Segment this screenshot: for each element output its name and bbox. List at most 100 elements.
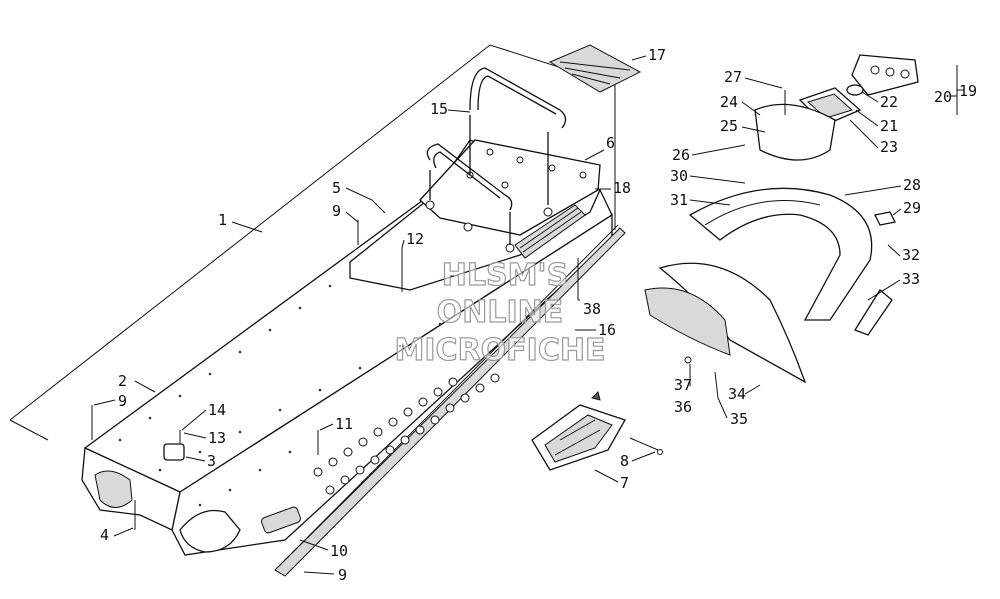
grab-handle (426, 67, 567, 245)
callout-leader (319, 423, 334, 431)
callout-leader (299, 539, 329, 551)
callout-c12: 12 (401, 230, 424, 249)
callout-leader (892, 208, 902, 216)
rear-bumper (688, 187, 873, 321)
taillight-housing (851, 54, 919, 96)
callout-c4: 4 (100, 526, 134, 544)
callout-label: 22 (880, 93, 898, 111)
callout-c26: 26 (672, 144, 746, 164)
callout-c11: 11 (319, 415, 353, 433)
callout-leader (741, 101, 761, 116)
traction-pad (548, 44, 642, 93)
callouts: 1234567899910111213141516171819202122232… (93, 46, 977, 584)
callout-label: 26 (672, 146, 690, 164)
callout-label: 14 (208, 401, 226, 419)
callout-leader (855, 109, 879, 127)
callout-label: 32 (902, 246, 920, 264)
callout-label: 21 (880, 117, 898, 135)
callout-leader (691, 144, 746, 156)
callout-label: 31 (670, 191, 688, 209)
callout-label: 18 (613, 179, 631, 197)
flap-nut (684, 356, 692, 364)
callout-leader (134, 380, 156, 393)
watermark-line-2: ONLINE (437, 295, 564, 330)
taillight-bulb (846, 84, 864, 96)
callout-label: 28 (903, 176, 921, 194)
callout-c28: 28 (844, 176, 921, 196)
callout-label: 16 (598, 321, 616, 339)
callout-label: 24 (720, 93, 738, 111)
callout-label: 17 (648, 46, 666, 64)
callout-c32: 32 (887, 244, 920, 264)
callout-leader (887, 244, 901, 257)
callout-c3: 3 (185, 452, 216, 470)
ref-bracket-19-20 (956, 65, 964, 115)
callout-leader (185, 456, 206, 462)
watermark-line-3: MICROFICHE (395, 333, 606, 368)
callout-label: 20 (934, 88, 952, 106)
rear-traction-plate (514, 204, 586, 259)
callout-label: 5 (332, 179, 341, 197)
tunnel-assembly (9, 44, 642, 577)
callout-c36: 36 (674, 398, 692, 416)
callout-c9c: 9 (303, 566, 347, 584)
callout-c8: 8 (620, 451, 656, 470)
callout-c10: 10 (299, 539, 348, 560)
callout-label: 3 (207, 452, 216, 470)
callout-leader (231, 221, 263, 233)
front-bracket (163, 430, 185, 461)
callout-leader (345, 211, 359, 223)
callout-leader (631, 451, 656, 462)
callout-leader (631, 55, 647, 61)
callout-c30: 30 (670, 167, 746, 185)
callout-c24: 24 (720, 93, 761, 116)
tunnel-vent-holes (313, 373, 500, 495)
callout-c9b: 9 (93, 392, 127, 410)
callout-label: 33 (902, 270, 920, 288)
callout-c27: 27 (724, 68, 783, 89)
assembly-bracket-bottom (9, 419, 49, 441)
callout-leader (183, 432, 207, 439)
callout-label: 9 (332, 202, 341, 220)
callout-c15: 15 (430, 100, 471, 118)
callout-label: 35 (730, 410, 748, 428)
callout-leader (689, 175, 746, 184)
rear-cover (754, 103, 836, 161)
callout-label: 1 (218, 211, 227, 229)
tunnel-rivets (118, 284, 442, 507)
callout-label: 30 (670, 167, 688, 185)
callout-c22: 22 (861, 91, 898, 111)
tunnel-front-cutout (94, 470, 133, 508)
callout-label: 29 (903, 199, 921, 217)
callout-c34: 34 (728, 384, 761, 403)
callout-leader (181, 409, 207, 431)
callout-label: 15 (430, 100, 448, 118)
skid-plate (531, 391, 663, 471)
callout-c21: 21 (855, 109, 898, 135)
callout-c14: 14 (181, 401, 226, 431)
callout-c37: 37 (674, 364, 692, 394)
callout-leader (113, 527, 134, 537)
callout-label: 37 (674, 376, 692, 394)
side-clip (854, 289, 893, 336)
callout-label: 8 (620, 452, 629, 470)
taillight-assembly (644, 54, 919, 384)
callout-c23: 23 (849, 119, 898, 156)
callout-c6: 6 (584, 134, 615, 161)
callout-leader (844, 185, 902, 196)
fastener-leaders (91, 220, 579, 530)
callout-label: 36 (674, 398, 692, 416)
callout-label: 7 (620, 474, 629, 492)
callout-leader (93, 399, 116, 406)
callout-c13: 13 (183, 429, 226, 447)
callout-leader (303, 571, 335, 575)
callout-label: 34 (728, 385, 746, 403)
callout-c33: 33 (867, 270, 920, 301)
callout-label: 27 (724, 68, 742, 86)
callout-c19: 19 (959, 82, 977, 100)
callout-leader (861, 91, 879, 103)
callout-c29: 29 (892, 199, 921, 217)
callout-c31: 31 (670, 191, 731, 209)
callout-leader (741, 126, 766, 133)
callout-leader (867, 279, 901, 301)
